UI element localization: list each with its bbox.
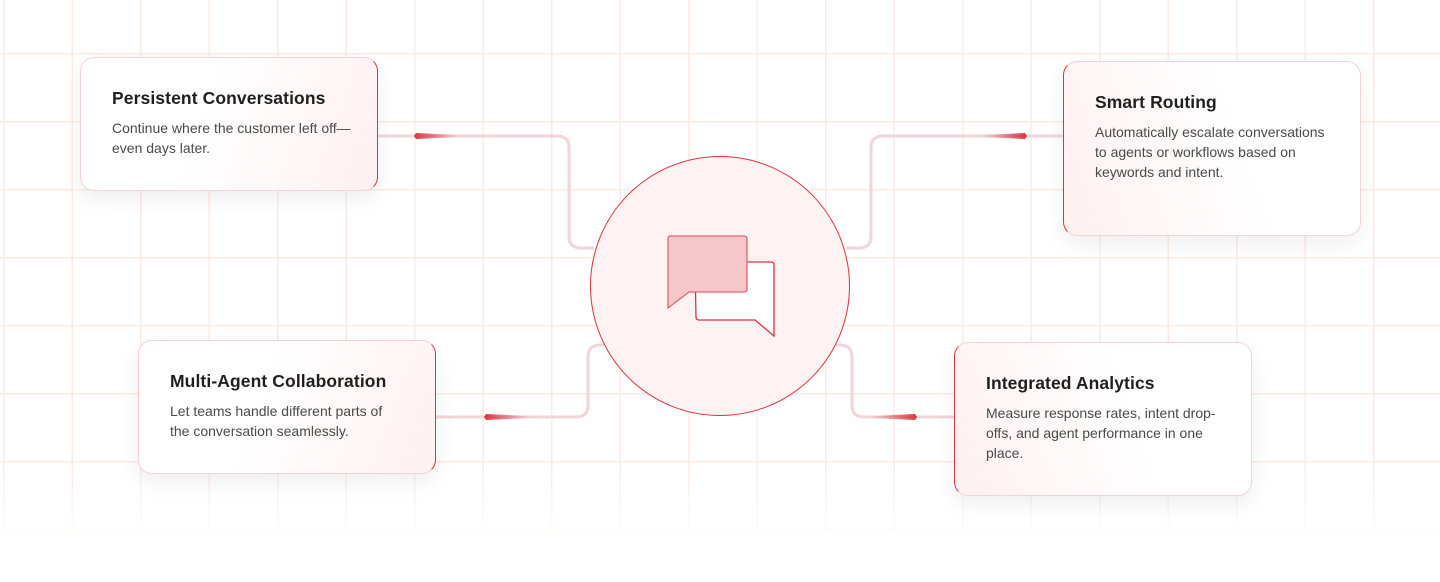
- feature-card-multi-agent-collaboration: Multi-Agent Collaboration Let teams hand…: [138, 340, 436, 474]
- feature-card-integrated-analytics: Integrated Analytics Measure response ra…: [954, 342, 1252, 496]
- card-description: Automatically escalate conversations to …: [1095, 124, 1325, 180]
- pulse-persistent: [414, 133, 460, 139]
- pulse-multiagent: [484, 414, 530, 420]
- feature-card-persistent-conversations: Persistent Conversations Continue where …: [80, 57, 378, 191]
- connector-analytics: [836, 343, 955, 419]
- card-description: Let teams handle different parts of the …: [170, 403, 383, 439]
- card-title: Smart Routing: [1095, 92, 1217, 112]
- connector-multiagent: [435, 343, 604, 419]
- card-title: Persistent Conversations: [112, 88, 326, 108]
- feature-card-smart-routing: Smart Routing Automatically escalate con…: [1063, 61, 1361, 236]
- connector-persistent: [377, 134, 594, 250]
- card-description: Continue where the customer left off—eve…: [112, 120, 351, 156]
- central-hub: [590, 156, 850, 416]
- chat-bubbles-icon: [667, 235, 775, 338]
- card-description: Measure response rates, intent drop-offs…: [986, 405, 1216, 461]
- pulse-routing: [981, 133, 1027, 139]
- card-title: Integrated Analytics: [986, 373, 1155, 393]
- card-title: Multi-Agent Collaboration: [170, 371, 387, 391]
- connector-routing: [846, 134, 1063, 250]
- pulse-analytics: [871, 414, 917, 420]
